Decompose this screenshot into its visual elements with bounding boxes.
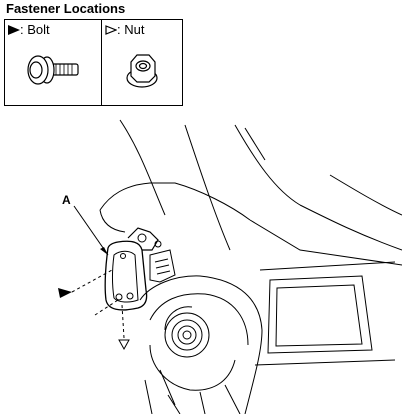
knob-outer (164, 312, 210, 358)
diagram-title: Fastener Locations (6, 1, 126, 16)
legend-nut-label: : Nut (117, 22, 145, 37)
filled-triangle-icon (8, 25, 20, 35)
nut-marker (118, 339, 130, 351)
outline-triangle-icon (105, 25, 118, 35)
window-frame (267, 275, 373, 354)
panel-contour (119, 119, 166, 216)
legend-bolt-cell: : Bolt (4, 19, 102, 106)
bolt-icon (27, 55, 79, 85)
leader-arrowhead (100, 247, 108, 255)
bracket-a (104, 240, 148, 311)
nut-icon (126, 54, 158, 88)
legend-bolt-label: : Bolt (20, 22, 50, 37)
bolt-marker (58, 288, 72, 298)
legend-nut-cell: : Nut (101, 19, 183, 106)
callout-a-label: A (62, 193, 71, 207)
